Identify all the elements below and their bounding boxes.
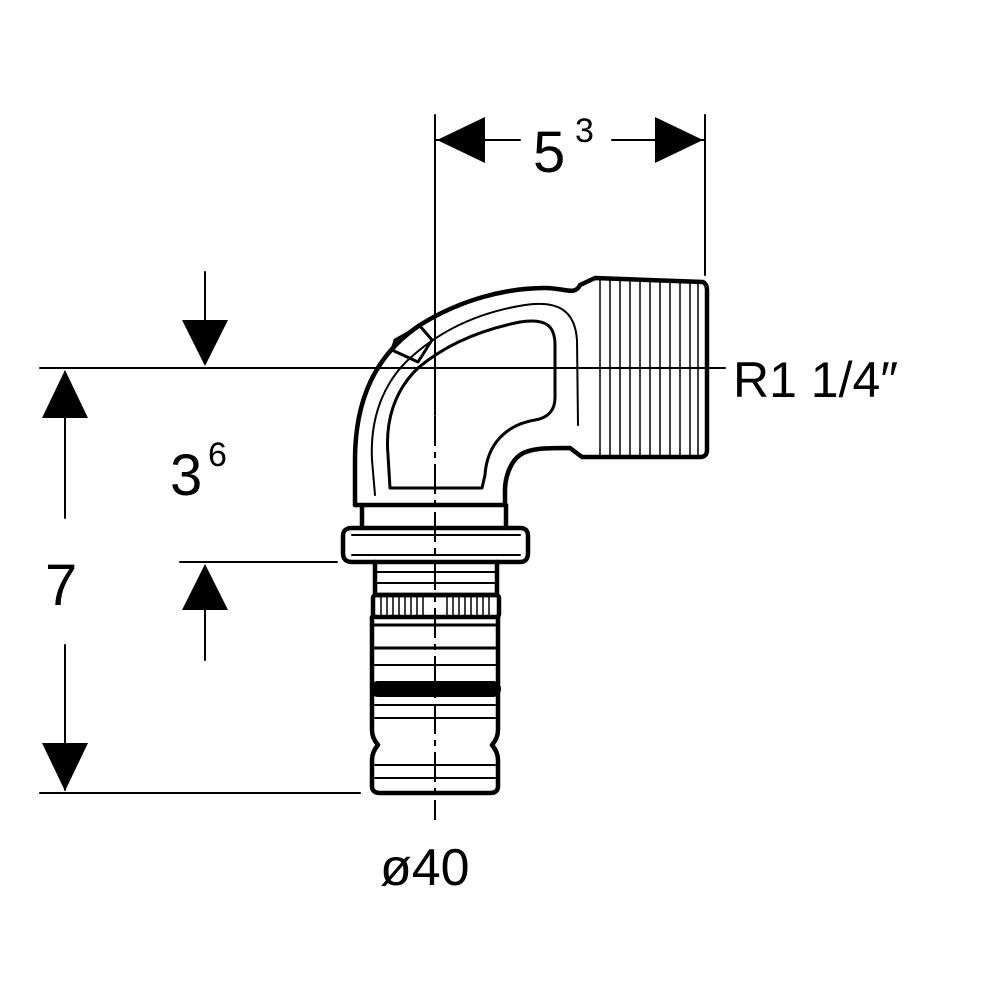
width-arrow-right — [655, 117, 703, 163]
offset-arrow-top — [182, 320, 228, 366]
height-label: 7 — [45, 553, 77, 618]
o-ring — [370, 681, 501, 697]
offset-label-exponent: 6 — [208, 436, 227, 474]
elbow-inner-secondary-contour — [370, 303, 579, 496]
elbow-nub — [390, 324, 434, 364]
offset-label-base: 3 — [170, 443, 202, 508]
pipe-diameter-label: ø40 — [380, 839, 470, 897]
height-arrow-top — [42, 370, 88, 418]
collar-flange — [340, 525, 531, 565]
width-label-base: 5 — [533, 120, 565, 185]
thread-size-label: R1 1/4″ — [733, 352, 898, 408]
elbow-fitting — [340, 275, 725, 820]
width-arrow-left — [437, 117, 485, 163]
elbow-outer-contour — [352, 275, 710, 508]
offset-arrow-bottom — [182, 564, 228, 610]
width-label-exponent: 3 — [575, 112, 594, 150]
width-dimension: 5 3 — [434, 112, 706, 416]
height-dimension: 7 — [39, 367, 726, 794]
height-arrow-bottom — [42, 743, 88, 791]
knurl-pattern — [380, 596, 490, 616]
elbow-inner-contour — [385, 319, 557, 490]
offset-dimension: 3 6 — [170, 271, 338, 661]
